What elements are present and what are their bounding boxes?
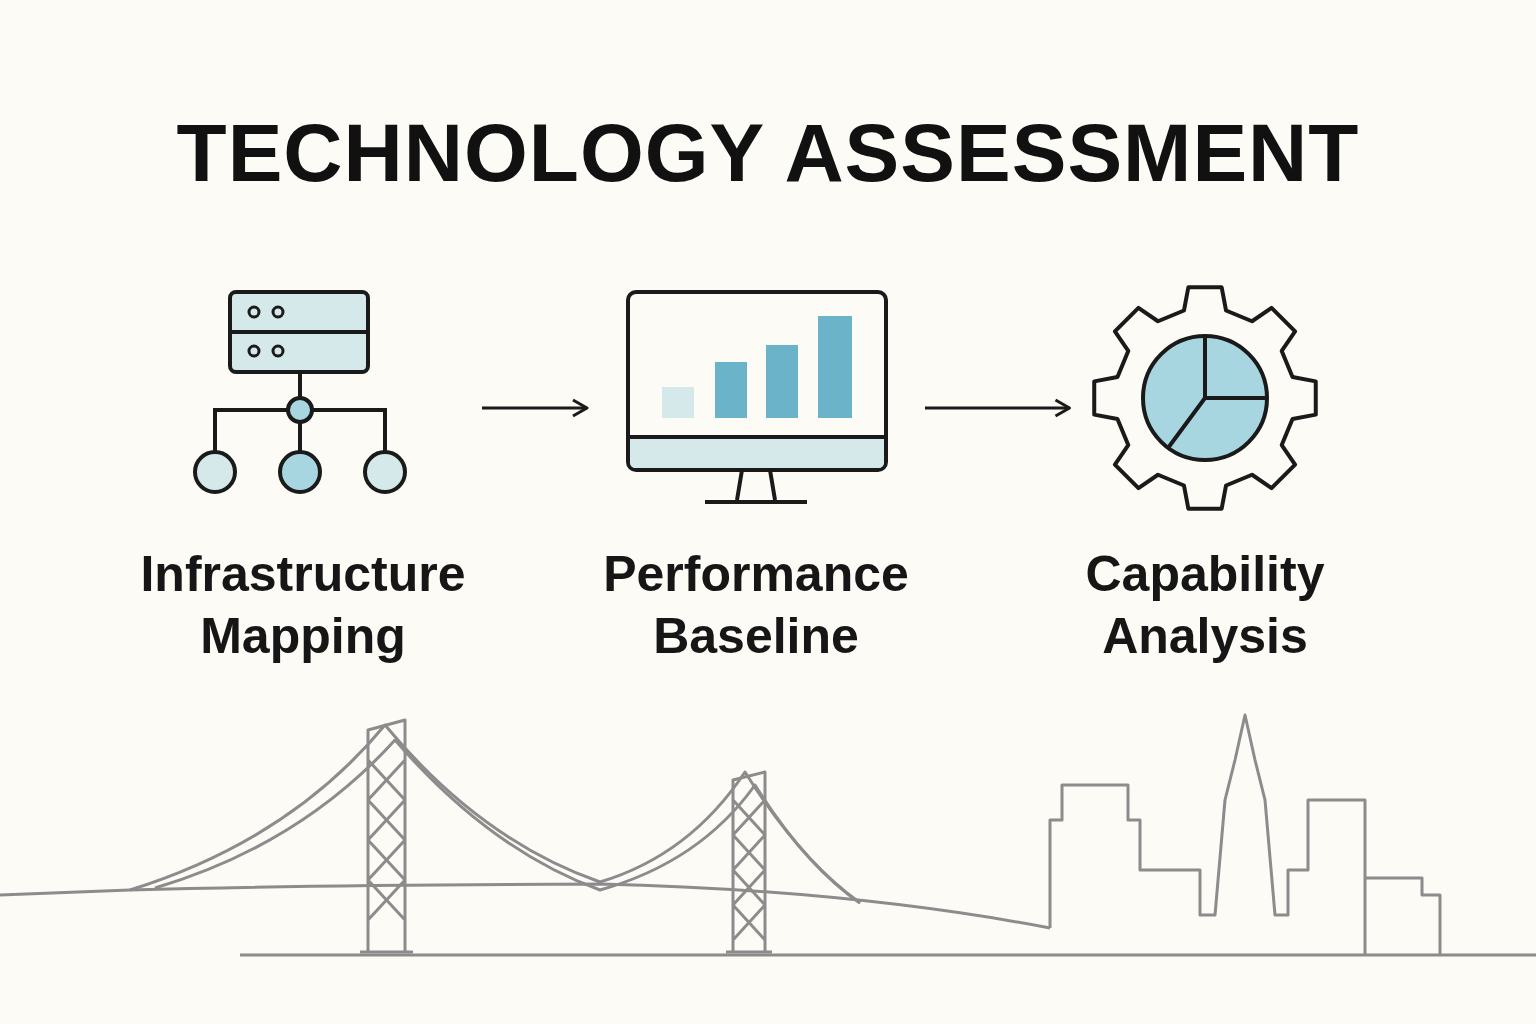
process-step: Infrastructure Mapping (128, 285, 478, 667)
infrastructure-icon (195, 292, 405, 492)
flow-arrow (925, 407, 1070, 410)
ground-line (240, 954, 1536, 957)
bridge-tower (726, 772, 772, 952)
process-step: Capability Analysis (1074, 285, 1337, 667)
capability-icon (1094, 287, 1316, 509)
step-label: Performance Baseline (603, 543, 909, 667)
process-step: Performance Baseline (591, 285, 921, 667)
gear-outline (1094, 287, 1316, 509)
city-buildings (1050, 715, 1440, 955)
bridge-deck (0, 884, 1050, 928)
diagram-title: TECHNOLOGY ASSESSMENT (0, 112, 1536, 194)
performance-icon (628, 292, 886, 502)
step-label: Infrastructure Mapping (140, 543, 465, 667)
bridge-tower (360, 720, 413, 952)
skyline (0, 715, 1536, 955)
step-label: Capability Analysis (1086, 543, 1325, 667)
flow-arrow (482, 407, 587, 410)
